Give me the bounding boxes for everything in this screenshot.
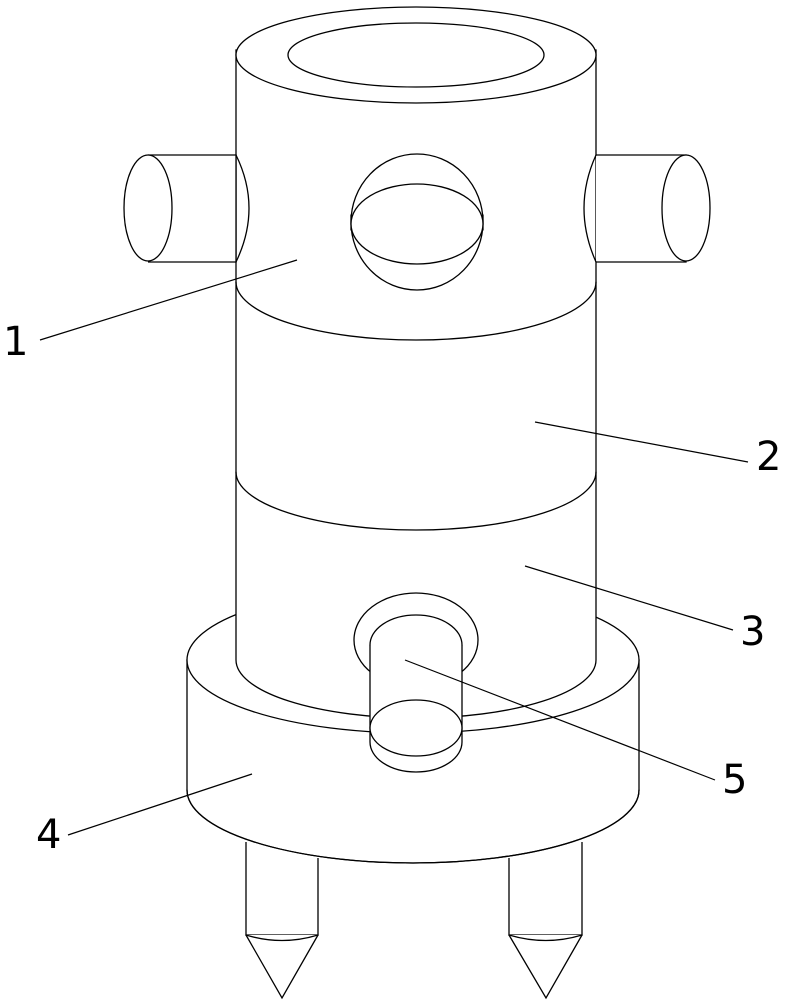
separator-2-3: [235, 471, 597, 531]
callout-3: 3: [740, 609, 765, 655]
leader-4: [67, 773, 253, 836]
spike-left: [245, 842, 319, 1000]
main-column: [235, 6, 597, 719]
front-port: [350, 153, 484, 291]
leader-1: [39, 259, 298, 341]
callout-5: 5: [722, 757, 747, 803]
leader-3: [524, 565, 734, 631]
top-opening: [287, 22, 545, 88]
separator-1-2: [235, 281, 597, 341]
leader-5: [404, 659, 716, 781]
callout-4: 4: [36, 812, 61, 858]
spike-right: [508, 842, 583, 1000]
pipe-left: [123, 154, 250, 263]
callout-1: 1: [3, 319, 28, 365]
outlet-tube: [353, 592, 479, 773]
pipe-right: [583, 154, 711, 263]
leader-2: [534, 421, 749, 463]
callout-2: 2: [756, 434, 781, 480]
